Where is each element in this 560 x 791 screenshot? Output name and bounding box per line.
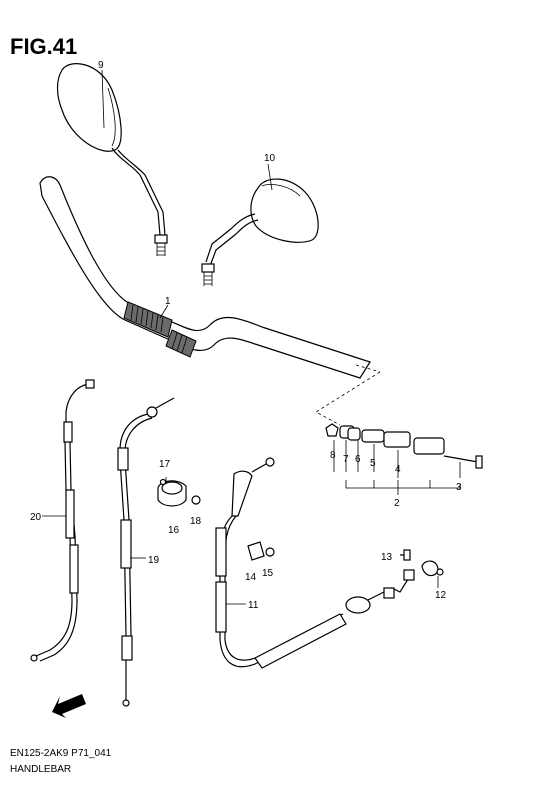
callout-11: 11 — [248, 600, 259, 611]
callout-5: 5 — [370, 458, 376, 469]
drawing-code: EN125-2AK9 P71_041 — [10, 748, 112, 759]
fwd-arrow-icon — [52, 694, 86, 718]
mirror-left — [56, 63, 168, 256]
callout-17: 17 — [159, 459, 171, 470]
callout-1: 1 — [165, 296, 171, 307]
figure-title: FIG.41 — [10, 34, 78, 59]
callout-12: 12 — [435, 590, 447, 601]
bar-end-weight-set — [325, 423, 483, 469]
callout-13: 13 — [381, 552, 393, 563]
callout-16: 16 — [168, 525, 180, 536]
callout-2: 2 — [394, 498, 400, 509]
callout-10: 10 — [264, 153, 276, 164]
callout-9: 9 — [98, 60, 104, 71]
callout-4: 4 — [395, 464, 401, 475]
callout-6: 6 — [355, 454, 361, 465]
cable-19 — [117, 397, 175, 707]
handlebar — [39, 176, 371, 379]
callout-15: 15 — [262, 568, 274, 579]
callout-8: 8 — [330, 450, 336, 461]
mirror-right — [201, 178, 319, 286]
callout-3: 3 — [456, 482, 462, 493]
callout-20: 20 — [30, 512, 42, 523]
throttle-cable — [215, 457, 415, 669]
drawing-name: HANDLEBAR — [10, 764, 72, 775]
throttle-switch — [157, 478, 201, 507]
callout-18: 18 — [190, 516, 202, 527]
callout-19: 19 — [148, 555, 160, 566]
callout-7: 7 — [343, 454, 349, 465]
cable-20 — [30, 379, 95, 662]
callout-14: 14 — [245, 572, 257, 583]
